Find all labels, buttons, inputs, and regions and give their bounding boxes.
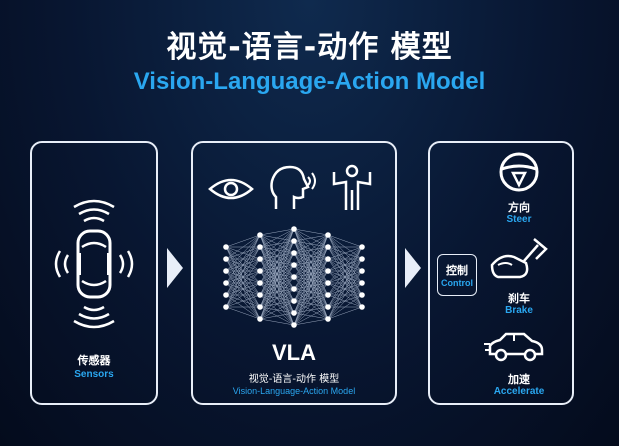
network-node (325, 280, 331, 286)
network-node (359, 256, 365, 262)
network-node (325, 232, 331, 238)
control-label-en: Control (441, 278, 473, 288)
network-node (257, 256, 263, 262)
network-node (257, 232, 263, 238)
network-node (291, 262, 297, 268)
car-speed-icon (484, 332, 544, 362)
speaking-head-icon (270, 165, 316, 209)
network-node (359, 304, 365, 310)
network-node (325, 292, 331, 298)
network-node (257, 244, 263, 250)
network-node (291, 226, 297, 232)
network-node (359, 244, 365, 250)
neural-network-icon (223, 226, 365, 328)
network-node (223, 304, 229, 310)
network-node (359, 268, 365, 274)
network-node (223, 256, 229, 262)
steer-label: 方向 (508, 201, 530, 214)
network-node (359, 280, 365, 286)
network-node (291, 310, 297, 316)
network-node (223, 244, 229, 250)
network-node (223, 280, 229, 286)
network-node (291, 250, 297, 256)
sensors-label: 传感器 (77, 354, 111, 367)
model-label: 视觉-语言-动作 模型 (248, 374, 340, 385)
sensors-panel (30, 141, 158, 405)
network-node (257, 304, 263, 310)
network-node (291, 238, 297, 244)
accelerate-label: 加速 (508, 373, 530, 386)
network-node (325, 244, 331, 250)
vla-panel (191, 141, 397, 405)
network-node (291, 322, 297, 328)
model-name: VLA (272, 340, 316, 365)
network-node (325, 256, 331, 262)
network-node (257, 268, 263, 274)
network-node (325, 304, 331, 310)
steer-label-en: Steer (506, 214, 532, 225)
network-node (257, 316, 263, 322)
steering-wheel-icon (499, 152, 539, 192)
network-node (359, 292, 365, 298)
brake-label: 刹车 (508, 292, 530, 305)
control-label: 控制 (446, 264, 468, 277)
network-node (325, 268, 331, 274)
arrow-right-icon (405, 248, 421, 288)
page-subtitle: Vision-Language-Action Model (133, 68, 486, 95)
car-sensors-icon (54, 199, 134, 329)
network-node (257, 292, 263, 298)
person-gesture-icon (332, 164, 372, 210)
control-box (437, 254, 477, 296)
network-node (257, 280, 263, 286)
actions-panel (428, 141, 574, 405)
network-node (291, 286, 297, 292)
network-node (223, 268, 229, 274)
brake-pedal-icon (490, 238, 548, 279)
model-label-en: Vision-Language-Action Model (232, 386, 356, 396)
network-node (291, 274, 297, 280)
eye-icon (208, 178, 254, 200)
network-node (291, 298, 297, 304)
sensors-label-en: Sensors (74, 369, 114, 380)
network-node (325, 316, 331, 322)
page-title: 视觉-语言-动作 模型 (166, 30, 453, 65)
accelerate-label-en: Accelerate (493, 386, 545, 397)
arrow-right-icon (167, 248, 183, 288)
brake-label-en: Brake (505, 305, 533, 316)
network-node (223, 292, 229, 298)
